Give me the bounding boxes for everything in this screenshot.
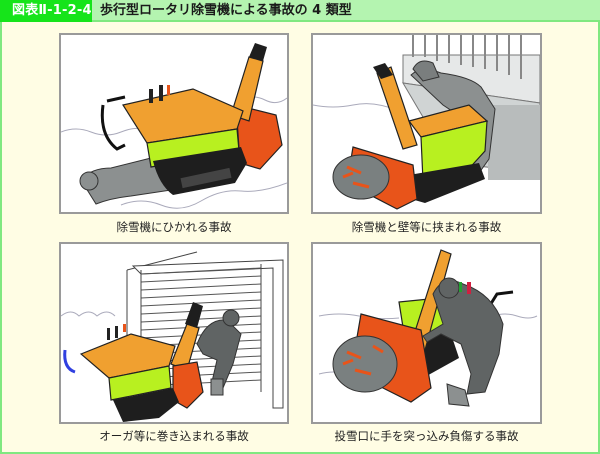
figure-label: 図表Ⅱ-1-2-4 xyxy=(0,0,92,22)
figure-title: 歩行型ロータリ除雪機による事故の 4 類型 xyxy=(100,3,352,18)
panel-run-over xyxy=(59,33,289,214)
snowblower-auger-illustration xyxy=(61,251,284,422)
panel-chute xyxy=(311,242,542,424)
snowblower-run-over-illustration xyxy=(61,43,287,209)
caption-chute: 投雪口に手を突っ込み負傷する事故 xyxy=(334,429,519,443)
panel-pinned-wall xyxy=(311,33,542,214)
caption-pinned-wall: 除雪機と壁等に挟まれる事故 xyxy=(351,220,502,234)
panel-auger xyxy=(59,242,289,424)
caption-run-over: 除雪機にひかれる事故 xyxy=(116,220,232,234)
caption-auger: オーガ等に巻き込まれる事故 xyxy=(99,429,249,443)
figure-header: 図表Ⅱ-1-2-4 歩行型ロータリ除雪機による事故の 4 類型 xyxy=(0,0,600,22)
snowblower-pinned-wall-illustration xyxy=(313,35,540,210)
snowblower-chute-illustration xyxy=(318,249,538,407)
